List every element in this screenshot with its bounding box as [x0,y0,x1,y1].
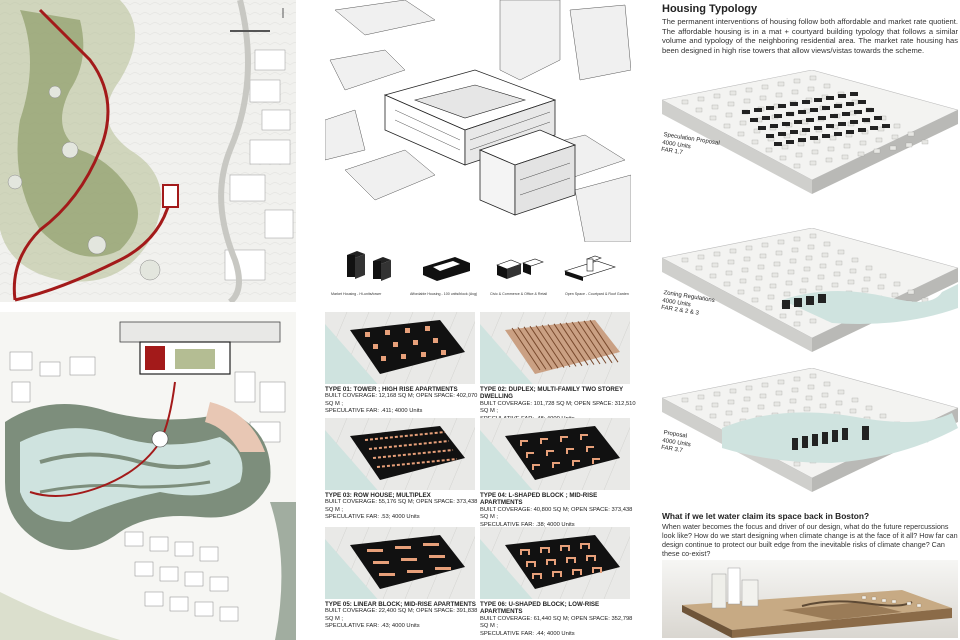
massing-label-market: Market Housing - Hi-units/tower [331,292,382,296]
typology-coverage: BUILT COVERAGE: 22,400 SQ M; OPEN SPACE:… [325,608,478,622]
scheme-drawing-1 [662,70,958,194]
scheme-diagram-2 [662,228,958,358]
site-plan-bottom-drawing [0,321,296,640]
massing-icons [347,251,616,281]
typology-far: SPECULATIVE FAR: .411; 4000 Units [325,408,423,415]
scheme-diagram-3 [662,368,958,498]
intro-paragraph: The permanent interventions of housing f… [662,17,958,55]
typology-caption-1: TYPE 01: TOWER ; HIGH RISE APARTMENTS BU… [325,386,485,416]
typology-drawing-3 [325,418,475,490]
typology-diagram-6 [480,527,630,599]
scheme-label-3: Proposal 4000 Units FAR 3.7 [660,430,692,457]
typology-title: TYPE 04: L-SHAPED BLOCK ; MID-RISE APART… [480,492,598,507]
site-plan-bottom [0,312,296,640]
typology-caption-4: TYPE 04: L-SHAPED BLOCK ; MID-RISE APART… [480,492,640,529]
question-heading: What if we let water claim its space bac… [662,511,870,521]
typology-coverage: BUILT COVERAGE: 61,440 SQ M; OPEN SPACE:… [480,615,633,630]
closing-paragraph: When water becomes the focus and driver … [662,522,958,558]
page-title: Housing Typology [662,3,758,15]
typology-title: TYPE 06: U-SHAPED BLOCK; LOW-RISE APARTM… [480,601,600,616]
model-drawing [662,560,958,638]
typology-far: SPECULATIVE FAR: .38; 4000 Units [480,521,575,528]
typology-diagram-4 [480,418,630,490]
typology-diagram-2 [480,312,630,384]
massing-label-civic: Civic & Commerce & Office & Retail [490,292,548,296]
site-plan-top [0,0,296,302]
typology-diagram-5 [325,527,475,599]
scheme-diagram-1 [662,70,958,200]
typology-drawing-1 [325,312,475,384]
axonometric-view [325,0,631,242]
typology-caption-5: TYPE 05: LINEAR BLOCK; MID-RISE APARTMEN… [325,601,485,631]
typology-coverage: BUILT COVERAGE: 40,800 SQ M; OPEN SPACE:… [480,506,633,521]
scheme-drawing-3 [662,368,958,492]
scheme-drawing-2 [662,228,958,352]
typology-title: TYPE 02: DUPLEX; MULTI-FAMILY TWO STOREY… [480,386,624,401]
typology-drawing-4 [480,418,630,490]
typology-drawing-2 [480,312,630,384]
typology-drawing-6 [480,527,630,599]
typology-coverage: BUILT COVERAGE: 55,176 SQ M; OPEN SPACE:… [325,499,478,513]
typology-coverage: BUILT COVERAGE: 101,728 SQ M; OPEN SPACE… [480,400,636,415]
massing-label-open-space: Open Space - Courtyard & Roof Garden [565,292,629,296]
axonometric-drawing [325,0,631,242]
typology-diagram-3 [325,418,475,490]
site-plan-top-drawing [0,0,296,302]
typology-caption-6: TYPE 06: U-SHAPED BLOCK; LOW-RISE APARTM… [480,601,640,638]
typology-far: SPECULATIVE FAR: .44; 4000 Units [480,630,575,637]
physical-model-photo [662,560,958,638]
typology-far: SPECULATIVE FAR: .53; 4000 Units [325,514,420,521]
typology-title: TYPE 03: ROW HOUSE; MULTIPLEX [325,492,431,499]
typology-coverage: BUILT COVERAGE: 12,168 SQ M; OPEN SPACE:… [325,393,478,407]
massing-legend: Market Housing - Hi-units/tower Affordab… [325,245,631,303]
typology-drawing-5 [325,527,475,599]
typology-caption-3: TYPE 03: ROW HOUSE; MULTIPLEX BUILT COVE… [325,492,485,522]
typology-title: TYPE 01: TOWER ; HIGH RISE APARTMENTS [325,386,458,393]
typology-diagram-1 [325,312,475,384]
massing-label-affordable: Affordable Housing - 100 units/block (Av… [410,292,478,296]
typology-title: TYPE 05: LINEAR BLOCK; MID-RISE APARTMEN… [325,601,476,608]
typology-far: SPECULATIVE FAR: .43; 4000 Units [325,623,420,630]
